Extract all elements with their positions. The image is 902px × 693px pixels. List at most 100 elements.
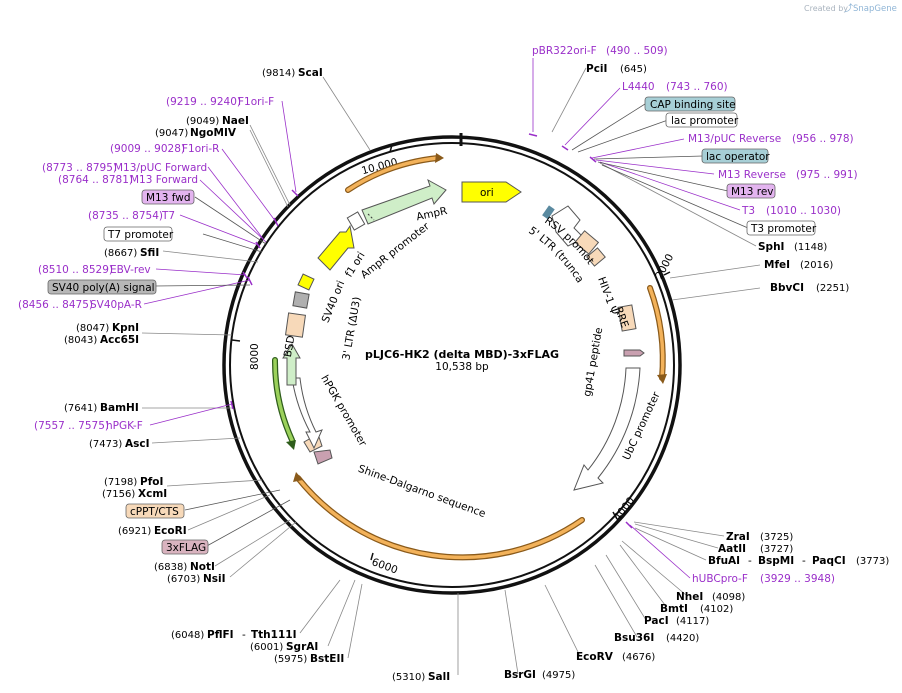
site-pcii: PciI [586,63,607,75]
svg-text:Created by: Created by [804,4,848,13]
feature-bsd-label: BSD [282,335,298,359]
svg-text:-: - [748,555,752,567]
site-xcmi: XcmI [138,488,167,500]
svg-text:(7641): (7641) [64,403,97,414]
site-bsu36i: Bsu36I [614,632,654,644]
tick-8000: 8000 [249,343,261,370]
feature-ubc-promoter-shape [573,367,641,491]
feature-ori-shape [461,181,522,203]
site-sphi: SphI [758,241,784,253]
feature-amppromoter-shape [346,211,366,231]
feature-rre-shape [617,304,637,332]
svg-text:(6921): (6921) [118,526,151,537]
site-mfei: MfeI [764,259,790,271]
svg-text:(3725): (3725) [760,532,793,543]
svg-text:(1148): (1148) [794,242,827,253]
feature-rsv-promoter-shape [551,205,585,247]
primer-m13puc-reverse: M13/pUC Reverse [688,133,781,145]
feature-ori-label: ori [480,187,494,199]
svg-text:(8456 .. 8475): (8456 .. 8475) [18,299,93,311]
tick-4000: 4000 [611,495,637,523]
site-ecori: EcoRI [154,525,187,537]
svg-text:(490 .. 509): (490 .. 509) [606,45,668,57]
svg-text:(4102): (4102) [700,604,733,615]
primer-m13puc-forward: M13/pUC Forward [114,162,207,174]
site-scai: ScaI [298,67,323,79]
site-bsteii: BstEII [310,653,344,665]
site-ngomiv: NgoMIV [190,127,237,139]
site-bfuai: BfuAI [708,555,740,567]
primer-m13-forward: M13 Forward [130,174,198,186]
plasmid-length: 10,538 bp [435,361,489,373]
feature-rsv-small-shape [542,205,555,220]
feature-gp41-shape [623,349,645,357]
box-t3-promoter: T3 promoter [750,223,817,235]
site-kpni: KpnI [112,322,139,334]
feature-sv40pa-shape [292,291,310,309]
site-tth111i: Tth111I [251,629,296,641]
svg-text:(1010 .. 1030): (1010 .. 1030) [766,205,841,217]
feature-hpgk-label: hPGK promoter [318,373,369,449]
feature-rsv-label: RSV promoter [0,0,596,267]
svg-text:(9219 .. 9240): (9219 .. 9240) [166,96,241,108]
site-bamhi: BamHI [100,402,139,414]
svg-text:(6838): (6838) [154,562,187,573]
site-zrai: ZraI [726,531,750,543]
primer-ebv-rev: EBV-rev [110,264,151,276]
primers: pBR322ori-F (490 .. 509) L4440 (743 .. 7… [18,45,858,585]
svg-text:(2016): (2016) [800,260,833,271]
primer-hpgk-f: hPGK-F [106,420,143,432]
backbone-inner-ring [229,142,675,588]
site-paqci: PaqCI [812,555,846,567]
feature-hpgk-promoter-shape [291,377,323,450]
svg-text:(8047): (8047) [76,323,109,334]
svg-text:(7156): (7156) [102,489,135,500]
svg-text:(8764 .. 8781): (8764 .. 8781) [58,174,133,186]
site-asci: AscI [125,438,150,450]
svg-text:(743 .. 760): (743 .. 760) [666,81,728,93]
primer-sv40pa-r: SV40pA-R [90,299,142,311]
site-bmti: BmtI [660,603,688,615]
site-nhei: NheI [676,591,703,603]
snapgene-logo-icon: ⤴ [844,2,853,14]
site-bspmi: BspMI [758,555,794,567]
primer-lines [143,58,741,579]
feature-3ltr-shape [284,312,307,338]
site-pflfi: PflFI [207,629,234,641]
feature-sv40ori-shape [297,273,315,291]
svg-text:(4098): (4098) [712,592,745,603]
svg-text:(8043): (8043) [64,335,97,346]
svg-text:(8735 .. 8754): (8735 .. 8754) [88,210,163,222]
feature-ampr-label: AmpR [415,205,448,223]
svg-text:(5975): (5975) [274,654,307,665]
svg-text:-: - [242,629,246,641]
backbone-outer-ring [222,135,682,595]
primer-m13-reverse: M13 Reverse [718,169,786,181]
site-sgrai: SgrAI [286,641,318,653]
credit-brand: SnapGene [853,4,897,14]
svg-text:(9009 .. 9028): (9009 .. 9028) [110,143,185,155]
svg-text:(4117): (4117) [676,616,709,627]
box-m13-rev: M13 rev [731,186,774,198]
site-ecorv: EcoRV [576,651,614,663]
svg-text:(2251): (2251) [816,283,849,294]
svg-text:(3773): (3773) [856,556,889,567]
site-sali: SalI [428,671,450,683]
svg-text:(5310): (5310) [392,672,425,683]
feature-ampr-shape [361,178,447,225]
feature-bsd-shape [282,343,301,386]
box-cap-binding-site: CAP binding site [650,99,736,111]
plasmid-name: pLJC6-HK2 (delta MBD)-3xFLAG [365,348,559,361]
box-lines [154,103,749,548]
svg-text:(7198): (7198) [104,477,137,488]
site-aatii: AatII [718,543,746,555]
svg-text:(6001): (6001) [250,642,283,653]
site-sfii: SfiI [140,247,159,259]
svg-text:(4975): (4975) [542,670,575,681]
primer-l4440: L4440 [622,81,655,93]
site-noti: NotI [190,561,215,573]
site-nsii: NsiI [203,573,226,585]
feature-hiv-shape [586,247,606,267]
primer-marks [230,133,633,529]
